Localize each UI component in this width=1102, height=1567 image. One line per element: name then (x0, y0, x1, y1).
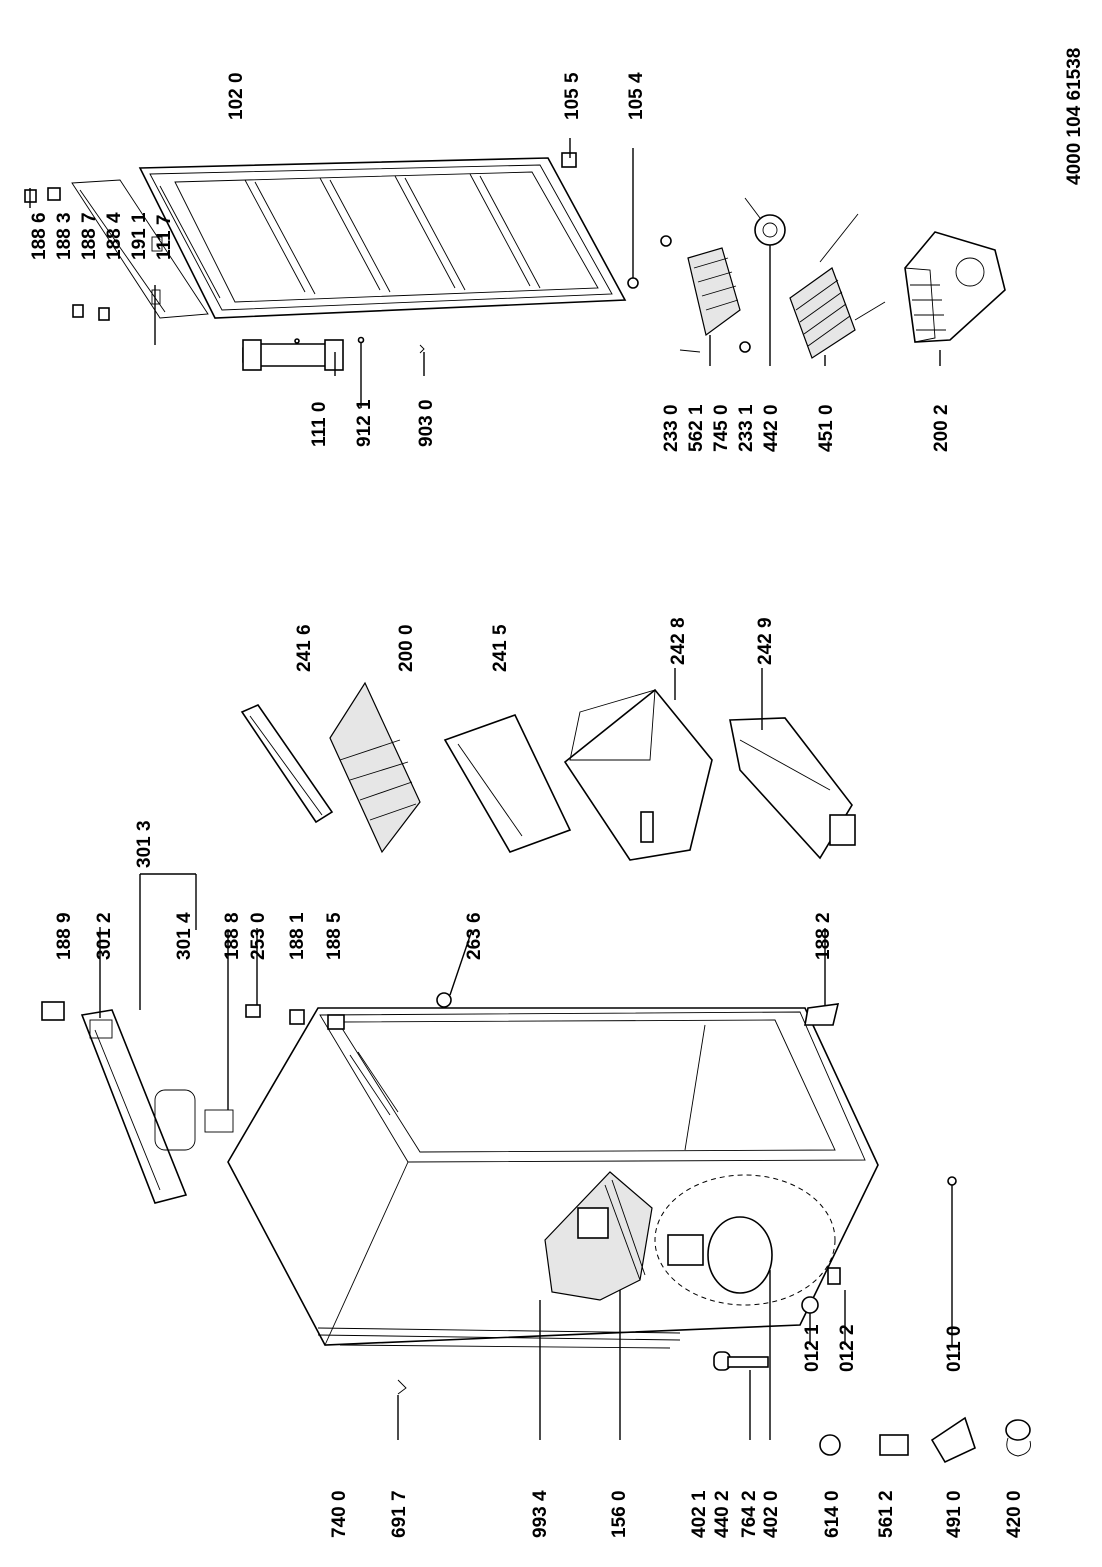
label-301-4: 301 4 (174, 912, 195, 960)
label-105-5: 105 5 (562, 72, 583, 120)
label-188-5: 188 5 (324, 912, 345, 960)
label-451-0: 451 0 (816, 404, 837, 452)
shelf-frame-upper (240, 704, 334, 824)
label-188-7: 188 7 (79, 212, 100, 260)
label-491-0: 491 0 (944, 1490, 965, 1538)
label-740-0: 740 0 (329, 1490, 350, 1538)
label-241-6: 241 6 (294, 624, 315, 672)
rear-housing (904, 231, 1006, 343)
label-241-5: 241 5 (490, 624, 511, 672)
label-012-1: 012 1 (802, 1324, 823, 1372)
label-562-1: 562 1 (686, 404, 707, 452)
cabinet-body (227, 1007, 879, 1349)
label-993-4: 993 4 (530, 1490, 551, 1538)
label-253-0: 253 0 (248, 912, 269, 960)
label-191-1: 191 1 (129, 212, 150, 260)
part-labels: 188 6 188 3 188 7 188 4 191 1 111 7 111 … (29, 72, 1025, 1538)
fan-motor-unit (744, 197, 786, 246)
label-188-2: 188 2 (813, 912, 834, 960)
label-301-3: 301 3 (134, 820, 155, 868)
label-012-2: 012 2 (837, 1324, 858, 1372)
label-301-2: 301 2 (94, 912, 115, 960)
label-402-1: 402 1 (689, 1490, 710, 1538)
label-188-9: 188 9 (54, 912, 75, 960)
label-105-4: 105 4 (626, 72, 647, 120)
label-420-0: 420 0 (1004, 1490, 1025, 1538)
label-402-0: 402 0 (761, 1490, 782, 1538)
cabinet-small-parts (245, 992, 957, 1395)
evaporator-cover (544, 1171, 653, 1301)
label-188-8: 188 8 (222, 912, 243, 960)
label-242-8: 242 8 (668, 617, 689, 665)
label-233-1: 233 1 (736, 404, 757, 452)
label-614-0: 614 0 (822, 1490, 843, 1538)
label-691-7: 691 7 (389, 1490, 410, 1538)
evaporator-coil (660, 235, 751, 353)
label-156-0: 156 0 (609, 1490, 630, 1538)
label-200-0: 200 0 (396, 624, 417, 672)
label-188-4: 188 4 (104, 212, 125, 260)
condenser-grid (789, 213, 886, 359)
door-panel (138, 157, 627, 319)
flap-front (443, 714, 572, 853)
label-263-6: 263 6 (464, 912, 485, 960)
label-111-7: 111 7 (154, 215, 175, 260)
label-440-2: 440 2 (712, 1490, 733, 1538)
door-handle (242, 339, 344, 371)
loose-accessories (819, 1416, 1031, 1464)
wire-shelf (329, 681, 421, 854)
drawer-large (563, 688, 713, 861)
leader-lines (29, 138, 953, 1440)
label-188-6: 188 6 (29, 212, 50, 260)
label-102-0: 102 0 (226, 72, 247, 120)
label-200-2: 200 2 (931, 404, 952, 452)
label-242-9: 242 9 (755, 617, 776, 665)
label-764-2: 764 2 (739, 1490, 760, 1538)
label-745-0: 745 0 (711, 404, 732, 452)
label-011-0: 011 0 (944, 1326, 965, 1373)
compressor-area (654, 1174, 841, 1314)
label-188-1: 188 1 (287, 912, 308, 960)
control-panel (41, 1001, 234, 1204)
label-188-3: 188 3 (54, 212, 75, 260)
label-561-2: 561 2 (876, 1490, 897, 1538)
door-gasket (71, 179, 209, 319)
label-912-1: 912 1 (354, 399, 375, 447)
label-903-0: 903 0 (416, 399, 437, 447)
label-442-0: 442 0 (761, 404, 782, 452)
document-number: 4000 104 61538 (1064, 48, 1085, 185)
label-111-0: 111 0 (309, 402, 330, 447)
label-233-0: 233 0 (661, 404, 682, 452)
drawer-small (729, 717, 856, 860)
